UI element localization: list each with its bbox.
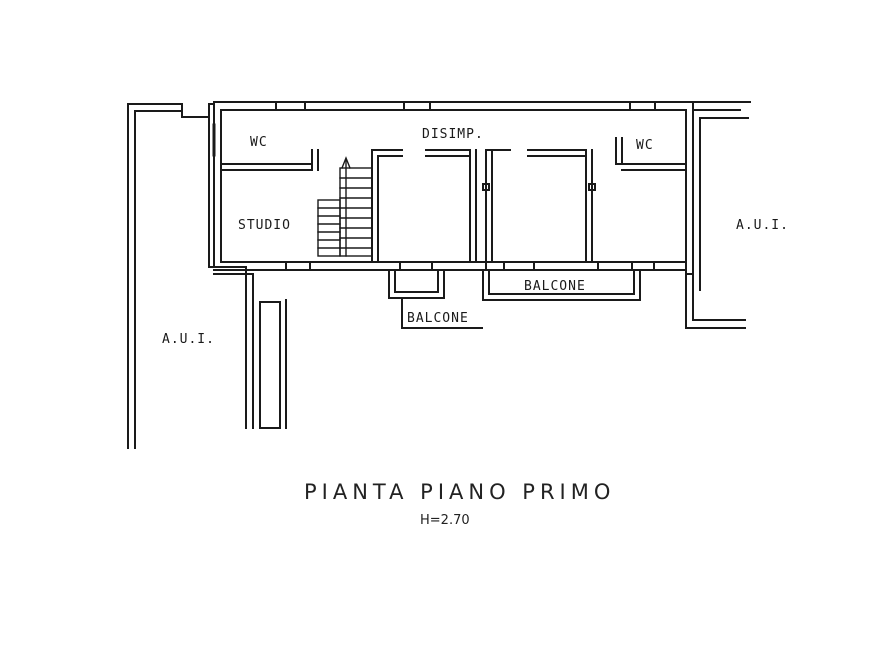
interior-walls	[371, 137, 687, 263]
left-adjacent-wall	[127, 103, 287, 449]
disimpegno-label: DISIMP.	[422, 127, 484, 142]
exterior-walls	[213, 101, 751, 275]
balcone-right-label: BALCONE	[524, 279, 586, 294]
wc-left-walls	[212, 123, 319, 171]
balcone-left-label: BALCONE	[407, 311, 469, 326]
right-adjacent-wall	[685, 109, 749, 329]
wc-left-label: WC	[250, 135, 268, 150]
balcony-right	[482, 269, 641, 301]
balcony-windows	[285, 261, 655, 271]
studio-label: STUDIO	[238, 218, 291, 233]
aui-right-label: A.U.I.	[736, 218, 789, 233]
stair	[317, 156, 373, 257]
aui-left-label: A.U.I.	[162, 332, 215, 347]
balcony-left	[388, 269, 445, 299]
height-note: H=2.70	[420, 513, 470, 528]
wc-right-label: WC	[636, 138, 654, 153]
plan-title: PIANTA PIANO PRIMO	[304, 480, 616, 504]
